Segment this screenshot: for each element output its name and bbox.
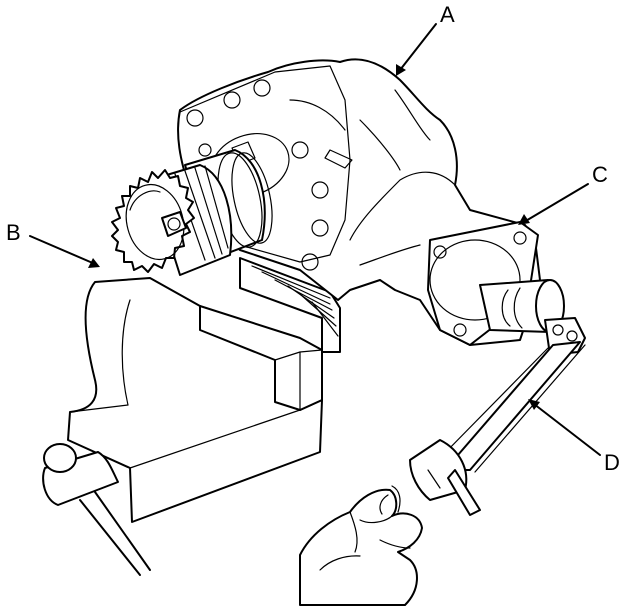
callout-arrow-c (523, 183, 589, 223)
callout-arrow-d (533, 403, 601, 456)
bench-vise (42, 277, 323, 576)
side-flange-and-shaft (427, 221, 565, 346)
pinion-gear-assembly (111, 149, 273, 276)
torque-wrench (409, 317, 586, 516)
hand (299, 485, 423, 606)
callout-arrow-a (399, 23, 437, 71)
callout-arrow-b (29, 235, 96, 265)
callout-label-a: A (440, 2, 455, 27)
callout-label-b: B (6, 220, 21, 245)
callout-label-d: D (604, 450, 620, 475)
callout-arrows (29, 23, 601, 456)
callout-label-c: C (592, 162, 608, 187)
